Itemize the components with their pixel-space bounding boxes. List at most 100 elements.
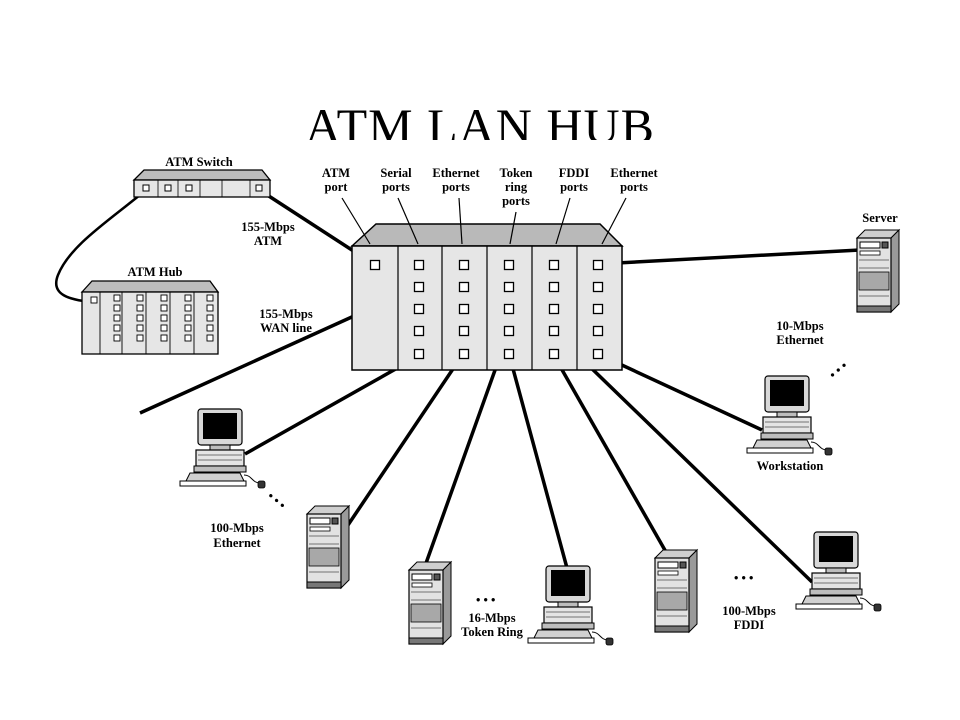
ethernet-ports-right-label-line2: ports — [620, 180, 648, 194]
workstation-label: Workstation — [757, 459, 824, 473]
ethernet-ports-left-label-line2: ports — [442, 180, 470, 194]
hub-port — [503, 325, 515, 337]
atm-hub-port — [113, 334, 121, 342]
hub-port — [592, 348, 604, 360]
hub-port — [548, 303, 560, 315]
atm-hub-port — [113, 324, 121, 332]
atm-hub-port — [184, 324, 192, 332]
hub-port — [548, 348, 560, 360]
atm-switch-to-hub-cable — [55, 189, 147, 304]
hub-port — [413, 325, 425, 337]
ellipsis-token-ring: • • • — [476, 593, 495, 607]
serial-ports-label-line1: Serial — [380, 166, 412, 180]
tower-left-cable — [344, 353, 465, 529]
hub-port — [503, 259, 515, 271]
ethernet-100-label-line2: Ethernet — [213, 536, 261, 550]
hub-port — [548, 325, 560, 337]
hub-port — [548, 259, 560, 271]
atm-hub-port — [113, 314, 121, 322]
label-leaders — [341, 197, 627, 245]
atm-hub-port — [184, 314, 192, 322]
hub-port — [458, 303, 470, 315]
ethernet-10-label-line1: 10-Mbps — [776, 319, 823, 333]
token-ring-16-label-line1: 16-Mbps — [468, 611, 515, 625]
atm-hub-port — [206, 314, 214, 322]
ethernet-100-label-line1: 100-Mbps — [210, 521, 264, 535]
atm-hub-port — [160, 304, 168, 312]
wan-link-label-line2: WAN line — [260, 321, 312, 335]
fddi-workstation-icon — [795, 531, 882, 612]
atm-hub-port — [136, 324, 144, 332]
atm-hub-port — [136, 314, 144, 322]
atm-hub-port — [160, 324, 168, 332]
atm-hub-port — [113, 294, 121, 302]
atm-switch-label: ATM Switch — [165, 155, 233, 169]
page-title: ATM LAN HUB — [305, 98, 655, 140]
token-ring-16-label-line2: Token Ring — [461, 625, 523, 639]
token-workstation-cable — [507, 353, 569, 569]
atm-hub-port — [206, 334, 214, 342]
token-ring-workstation-icon — [527, 565, 614, 646]
hub-port — [413, 303, 425, 315]
port-labels: ATM port Serial ports Ethernet ports Tok… — [322, 166, 659, 208]
hub-port — [458, 325, 470, 337]
hub-port — [503, 303, 515, 315]
token-ring-ports-label-line2: ring — [505, 180, 528, 194]
atm-hub-port — [206, 324, 214, 332]
atm-hub-port — [136, 294, 144, 302]
hub-port — [592, 281, 604, 293]
atm-hub-port — [206, 294, 214, 302]
atm-port-label-line1: ATM — [322, 166, 350, 180]
token-ring-tower-icon — [408, 561, 452, 645]
hub-port — [592, 259, 604, 271]
hub-port — [592, 325, 604, 337]
hub-port — [503, 281, 515, 293]
ethernet-ports-right-label-line1: Ethernet — [610, 166, 658, 180]
server-cable — [597, 248, 861, 266]
hub-port — [458, 348, 470, 360]
hub-port — [413, 348, 425, 360]
wan-link-label-line1: 155-Mbps — [259, 307, 313, 321]
atm-port-label-line2: port — [325, 180, 349, 194]
fddi-tower-cable — [551, 353, 668, 553]
ethernet-10-label-line2: Ethernet — [776, 333, 824, 347]
atm-link-label-line2: ATM — [254, 234, 282, 248]
workstation-right-cable — [597, 352, 763, 432]
hub-port — [458, 259, 470, 271]
token-ring-ports-label-line3: ports — [502, 194, 530, 208]
serial-ports-label-line2: ports — [382, 180, 410, 194]
hub-port — [369, 259, 381, 271]
workstation-right-icon — [746, 375, 833, 456]
token-ring-ports-label-line1: Token — [500, 166, 533, 180]
atm-hub-port — [160, 294, 168, 302]
ellipsis-ethernet-100: • • • — [265, 489, 289, 512]
atm-hub-port — [113, 304, 121, 312]
server: Server — [856, 211, 900, 313]
server-label: Server — [862, 211, 898, 225]
atm-hub-port — [136, 334, 144, 342]
hub-port — [592, 303, 604, 315]
atm-hub-port — [160, 314, 168, 322]
hub-port — [503, 348, 515, 360]
workstation-right: Workstation — [746, 375, 833, 473]
atm-hub-port — [136, 304, 144, 312]
hub-port — [413, 281, 425, 293]
fddi-workstation-cable — [551, 329, 814, 584]
server-tower-icon — [856, 229, 900, 313]
ellipsis-fddi: • • • — [734, 571, 753, 585]
atm-hub: ATM Hub — [80, 265, 220, 355]
atm-hub-label: ATM Hub — [128, 265, 183, 279]
atm-link-label-line1: 155-Mbps — [241, 220, 295, 234]
hub-port — [458, 281, 470, 293]
tower-left-icon — [306, 505, 350, 589]
atm-hub-port — [184, 334, 192, 342]
fddi-100-label-line1: 100-Mbps — [722, 604, 776, 618]
fddi-tower-icon — [654, 549, 698, 633]
atm-hub-port — [184, 294, 192, 302]
hub-port — [548, 281, 560, 293]
ellipsis-ethernet-10: • • • — [826, 359, 850, 382]
atm-hub-port — [184, 304, 192, 312]
atm-switch: ATM Switch — [132, 155, 272, 198]
